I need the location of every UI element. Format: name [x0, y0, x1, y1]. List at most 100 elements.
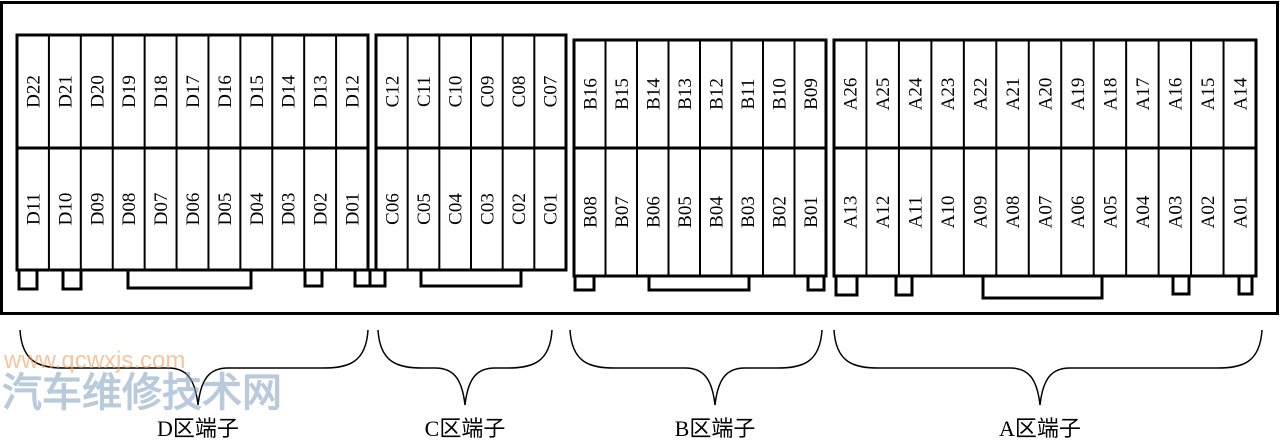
locking-tab: [981, 274, 1104, 300]
pin-label: C08: [509, 76, 530, 108]
pin-label: B09: [801, 78, 822, 110]
pin-label: A09: [971, 196, 992, 229]
pin-label: C05: [414, 193, 435, 225]
pin-label: A10: [938, 196, 959, 229]
brace-B: [569, 329, 823, 406]
pin-label: D04: [247, 192, 268, 225]
pin-label: D06: [183, 193, 204, 226]
pin-label: A18: [1100, 78, 1121, 111]
locking-tab: [368, 268, 387, 288]
pin-label: A05: [1100, 196, 1121, 229]
pin-label: A26: [841, 78, 862, 111]
pin-label: A02: [1198, 196, 1219, 229]
pin-label: C02: [509, 193, 530, 225]
pin-label: A14: [1230, 77, 1251, 110]
pin-label: D13: [311, 75, 332, 108]
pin-label: D17: [183, 75, 204, 108]
block-outline: [15, 33, 370, 272]
pin-label: D09: [87, 193, 108, 226]
pin-label: C04: [446, 193, 467, 225]
pin-label: B03: [738, 196, 759, 228]
pin-label: A01: [1230, 196, 1251, 229]
pin-label: B13: [675, 78, 696, 110]
locking-tab: [573, 274, 596, 292]
pin-label: A15: [1198, 78, 1219, 111]
pin-label: A17: [1133, 78, 1154, 111]
locking-tab: [17, 268, 39, 291]
pin-label: B14: [643, 78, 664, 110]
pin-label: D08: [119, 193, 140, 226]
pin-label: C09: [477, 76, 498, 108]
pin-label: D22: [23, 75, 44, 108]
pin-label: D16: [215, 75, 236, 108]
pin-label: A24: [906, 77, 927, 110]
pin-label: C01: [541, 193, 562, 225]
locking-tab: [61, 268, 83, 291]
locking-tab: [1237, 274, 1254, 296]
pin-label: A19: [1068, 78, 1089, 111]
pin-label: B06: [643, 196, 664, 228]
pin-label: C11: [414, 76, 435, 107]
pin-label: C07: [541, 76, 562, 108]
pin-label: A22: [971, 78, 992, 111]
locking-tab: [647, 274, 751, 292]
brace-D: [19, 329, 369, 406]
pin-label: B07: [612, 196, 633, 228]
pin-label: D01: [343, 193, 364, 226]
pin-label: B10: [769, 78, 790, 110]
pin-label: A23: [938, 78, 959, 111]
pin-label: C10: [446, 76, 467, 108]
pin-label: D18: [151, 75, 172, 108]
pin-label: A08: [1003, 196, 1024, 229]
brace-A: [833, 329, 1263, 406]
locking-tab: [806, 274, 826, 292]
brace-C: [377, 329, 553, 406]
pin-label: D05: [215, 193, 236, 226]
locking-tab: [894, 274, 914, 297]
locking-tab: [126, 268, 253, 290]
locking-tabs: [17, 268, 1254, 300]
pin-label: D03: [279, 193, 300, 226]
block-caption-A: A区端子: [999, 416, 1081, 441]
pin-label: A20: [1036, 78, 1057, 111]
pin-label: B08: [580, 196, 601, 228]
pin-label: B01: [801, 196, 822, 228]
pin-label: B04: [706, 196, 727, 228]
pin-label: A25: [873, 78, 894, 111]
locking-tab: [353, 268, 372, 288]
pin-label: A07: [1036, 196, 1057, 229]
watermark-title: 汽车维修技术网: [2, 370, 282, 416]
locking-tab: [1171, 274, 1191, 296]
block-caption-B: B区端子: [675, 416, 756, 441]
pin-label: D11: [23, 193, 44, 225]
pin-label: A04: [1133, 195, 1154, 228]
pin-label: A12: [873, 196, 894, 229]
pin-label: D20: [87, 75, 108, 108]
connector-outline: [0, 1, 1279, 315]
pin-label: D19: [119, 75, 140, 108]
locking-tab: [834, 274, 859, 297]
block-caption-D: D区端子: [157, 416, 239, 441]
pin-label: B05: [675, 196, 696, 228]
pin-label: D14: [279, 75, 300, 108]
block-outline: [832, 38, 1258, 278]
pin-label: A11: [906, 196, 927, 228]
pin-label: C06: [382, 193, 403, 225]
pin-label: D12: [343, 75, 364, 108]
pin-label: D21: [55, 75, 76, 108]
pin-label: A13: [841, 196, 862, 229]
pin-label: A21: [1003, 78, 1024, 111]
pin-label: A06: [1068, 196, 1089, 229]
pin-label: D07: [151, 193, 172, 226]
locking-tab: [303, 268, 324, 288]
pin-label: A03: [1165, 196, 1186, 229]
pin-label: B12: [706, 78, 727, 110]
block-caption-C: C区端子: [425, 416, 506, 441]
pin-label: B02: [769, 196, 790, 228]
pin-label: B16: [580, 78, 601, 110]
pin-label: B15: [612, 78, 633, 110]
